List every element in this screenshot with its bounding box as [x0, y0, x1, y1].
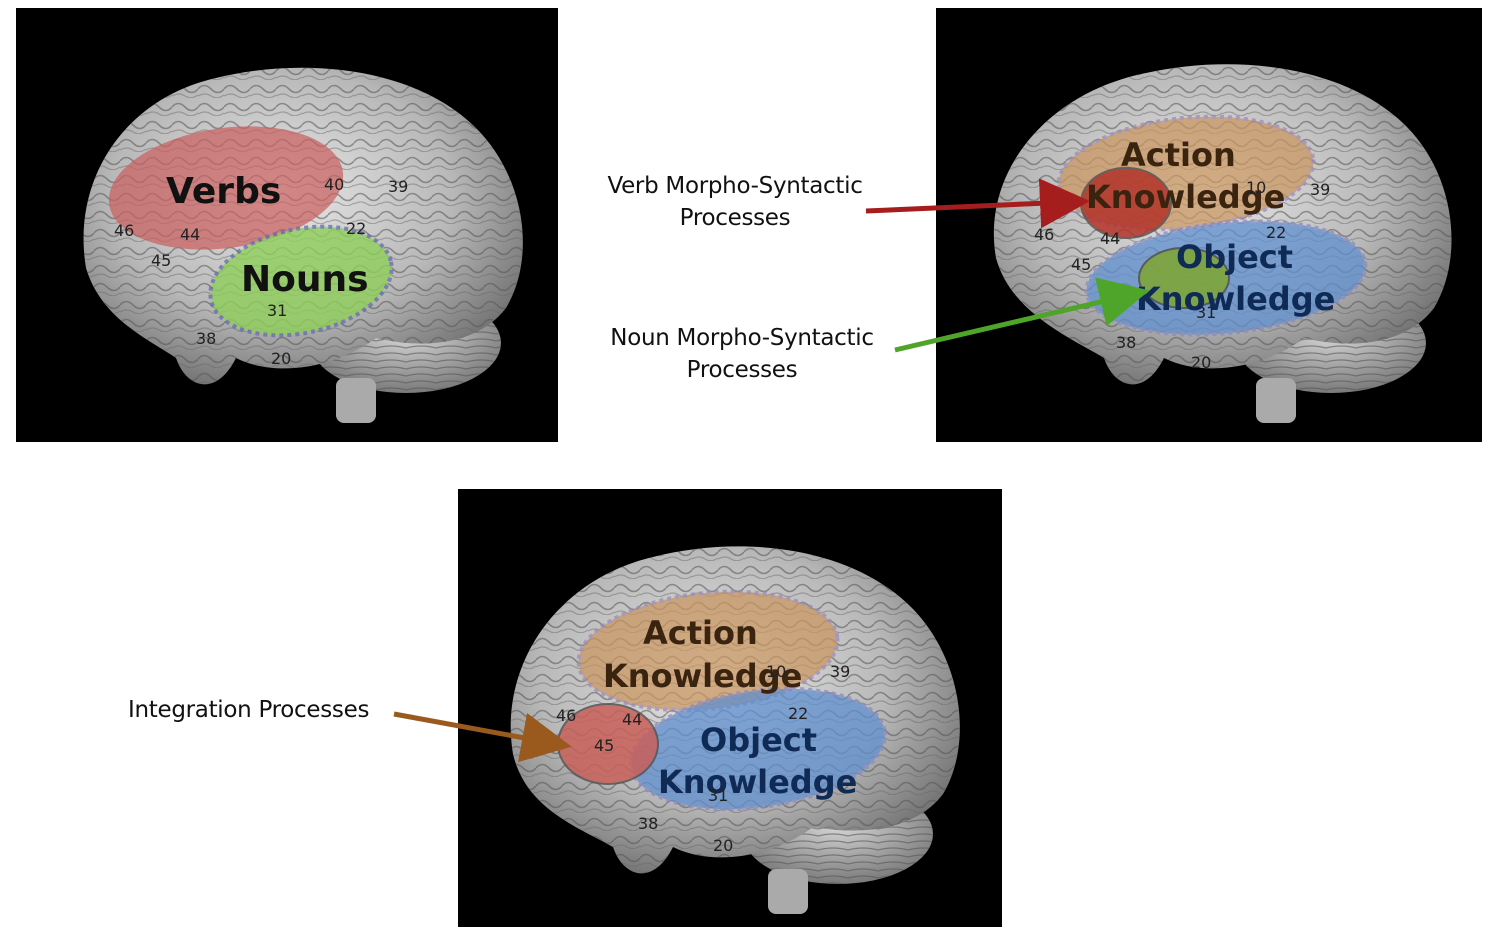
knowledge-label: Knowledge — [603, 657, 802, 695]
area-number: 22 — [788, 704, 808, 723]
nouns-label: Nouns — [241, 259, 369, 300]
callout-line: Verb Morpho-Syntactic — [607, 173, 863, 199]
area-number: 44 — [622, 710, 642, 729]
area-number: 46 — [114, 221, 134, 240]
knowledge-label: Knowledge — [1086, 178, 1285, 216]
area-number: 39 — [830, 662, 850, 681]
integration-callout: Integration Processes — [128, 694, 393, 726]
nouns-region — [208, 224, 394, 338]
object-knowledge-region — [628, 686, 888, 812]
area-number: 31 — [1196, 303, 1216, 322]
action-label: Action — [643, 614, 758, 652]
area-number: 44 — [1100, 229, 1120, 248]
panel-a-verbs-nouns: Verbs Nouns 40 39 46 44 45 22 31 38 20 — [16, 8, 558, 442]
area-number: 45 — [151, 251, 171, 270]
area-number: 20 — [271, 349, 291, 368]
area-number: 20 — [713, 836, 733, 855]
area-number: 46 — [1034, 225, 1054, 244]
area-number: 31 — [267, 301, 287, 320]
area-number: 20 — [1191, 353, 1211, 372]
area-number: 38 — [638, 814, 658, 833]
area-number: 39 — [388, 177, 408, 196]
area-number: 31 — [708, 786, 728, 805]
area-number: 45 — [1071, 255, 1091, 274]
verb-syntax-callout: Verb Morpho-Syntactic Processes — [590, 170, 880, 234]
callout-line: Integration Processes — [128, 697, 370, 723]
area-number: 10 — [766, 662, 786, 681]
brain-illustration: Verbs Nouns 40 39 46 44 45 22 31 38 20 — [83, 67, 523, 423]
callout-line: Processes — [679, 205, 791, 231]
object-label: Object — [1176, 238, 1293, 276]
panel-c-integration: Action Knowledge Object Knowledge 10 39 … — [458, 489, 1002, 927]
verbs-region — [108, 126, 344, 250]
area-number: 46 — [556, 706, 576, 725]
area-number: 45 — [594, 736, 614, 755]
verbs-label: Verbs — [166, 171, 281, 212]
knowledge-label: Knowledge — [658, 763, 857, 801]
area-number: 22 — [346, 219, 366, 238]
panel-b-knowledge: Action Knowledge Object Knowledge 10 39 … — [936, 8, 1482, 442]
area-number: 39 — [1310, 180, 1330, 199]
action-label: Action — [1121, 136, 1236, 174]
callout-line: Noun Morpho-Syntactic — [610, 325, 874, 351]
noun-syntax-callout: Noun Morpho-Syntactic Processes — [592, 322, 892, 386]
area-number: 10 — [1246, 178, 1266, 197]
callout-line: Processes — [686, 357, 798, 383]
area-number: 22 — [1266, 223, 1286, 242]
object-label: Object — [700, 721, 817, 759]
knowledge-label: Knowledge — [1136, 280, 1335, 318]
area-number: 40 — [324, 175, 344, 194]
brain-illustration: Action Knowledge Object Knowledge 10 39 … — [993, 64, 1452, 423]
brain-illustration: Action Knowledge Object Knowledge 10 39 … — [510, 546, 960, 914]
area-number: 38 — [1116, 333, 1136, 352]
area-number: 38 — [196, 329, 216, 348]
area-number: 44 — [180, 225, 200, 244]
